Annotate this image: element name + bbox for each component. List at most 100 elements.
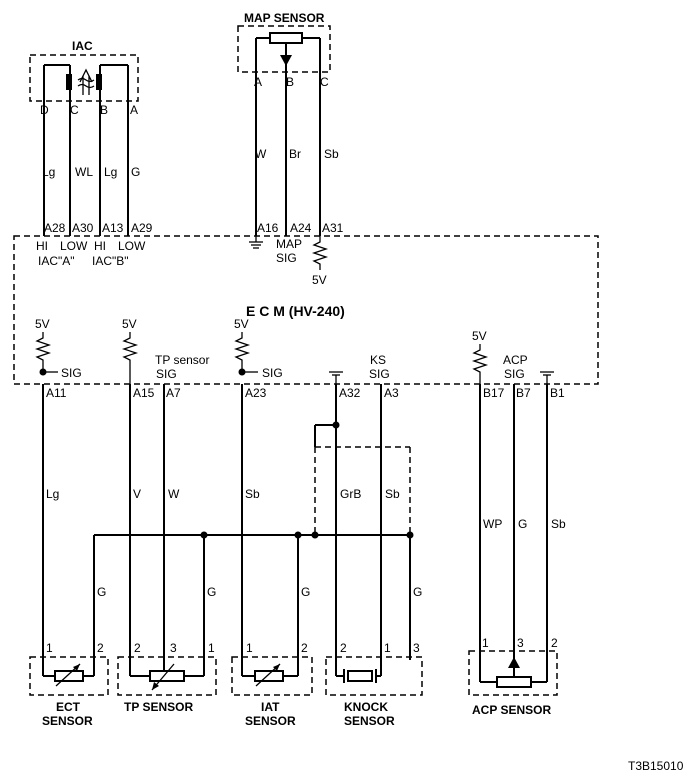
map-title: MAP SENSOR [244,11,325,25]
ground-symbol [249,236,263,249]
iac-pin-a: A [130,103,138,117]
ecm-iac-low1: LOW [60,239,88,253]
knock-title-1: KNOCK [344,700,388,714]
wire-knock-sb: Sb [385,487,400,501]
acp-pin-1: 1 [482,636,489,650]
tp-pin-3: 3 [170,641,177,655]
iac-wire-a: G [131,165,140,179]
ecm-ks: KS [370,353,386,367]
knock-box [325,656,423,696]
piezo-symbol [335,660,382,683]
ecm-pin-a32: A32 [339,386,361,400]
ecm-pin-a13: A13 [102,221,124,235]
ecm-pin-a28: A28 [44,221,66,235]
wire-tp-v: V [133,487,141,501]
iat-title-2: SENSOR [245,714,296,728]
map-box [237,25,331,73]
ecm-pin-a11: A11 [46,386,67,400]
ecm-5v-ect: 5V [35,317,50,331]
iac-wire-c: WL [75,165,93,179]
ecm-pin-a3: A3 [384,386,399,400]
ecm-iac-hi1: HI [36,239,48,253]
ecm-pin-a29: A29 [131,221,153,235]
iat-pin-1: 1 [246,641,253,655]
ecm-box [13,235,599,385]
ecm-title: E C M (HV-240) [246,303,345,319]
ecm-sig-tp: SIG [156,367,177,381]
ecm-sig-ect: SIG [61,366,82,380]
ecm-pin-a30: A30 [72,221,94,235]
ecm-sig-acp: SIG [504,367,525,381]
map-potentiometer-symbol [255,32,321,72]
iac-motor-symbol [43,64,129,100]
thermistor-symbol [241,660,299,687]
ect-pin-1: 1 [46,641,53,655]
ecm-5v-tp: 5V [122,317,137,331]
ecm-pin-b17: B17 [483,386,505,400]
map-wire-b: Br [289,147,301,161]
ecm-sig-iat: SIG [262,366,283,380]
figure-id: T3B15010 [628,759,684,773]
iac-wire-d: Lg [42,165,55,179]
tp-pin-2: 2 [134,641,141,655]
wire-iat-sb: Sb [245,487,260,501]
iat-title-1: IAT [261,700,280,714]
ect-title-1: ECT [56,700,81,714]
wire-knock-g: G [413,585,422,599]
iac-pin-b: B [100,103,108,117]
map-wire-a: W [255,147,267,161]
ground-symbol [329,371,343,384]
wire-acp-sb: Sb [551,517,566,531]
tp-title: TP SENSOR [124,700,193,714]
ecm-acp: ACP [503,353,528,367]
ground-symbol [540,371,554,384]
iac-pin-c: C [70,103,79,117]
wire-tp-g: G [207,585,216,599]
ecm-5v-acp: 5V [472,329,487,343]
ecm-pin-a24: A24 [290,221,312,235]
ecm-map-sig2: SIG [276,251,297,265]
map-pin-a: A [254,75,262,89]
acp-box [468,650,558,696]
acp-pin-2: 2 [551,636,558,650]
ecm-iac-low2: LOW [118,239,146,253]
ecm-pin-a15: A15 [133,386,155,400]
ecm-pin-b7: B7 [516,386,531,400]
iat-pin-2: 2 [301,641,308,655]
tp-box [117,656,217,696]
tp-pin-1: 1 [208,641,215,655]
ecm-iac-b: IAC"B" [92,254,129,268]
ecm-pin-b1: B1 [550,386,565,400]
ecm-pin-a7: A7 [166,386,181,400]
ecm-pin-a16: A16 [257,221,279,235]
ecm-5v-map: 5V [312,273,327,287]
ecm-pin-a31: A31 [322,221,344,235]
ecm-map-sig1: MAP [276,237,302,251]
wire-acp-wp: WP [483,517,502,531]
iat-box [231,656,313,696]
ecm-sig-ks: SIG [369,367,390,381]
knock-title-2: SENSOR [344,714,395,728]
map-wire-c: Sb [324,147,339,161]
ecm-iac-a: IAC"A" [38,254,75,268]
ect-title-2: SENSOR [42,714,93,728]
ect-box [29,656,109,696]
wire-iat-g: G [301,585,310,599]
iac-wire-b: Lg [104,165,117,179]
thermistor-symbol [42,660,95,687]
map-pin-b: B [286,75,294,89]
wire-tp-w: W [168,487,180,501]
wire-ect-g: G [97,585,106,599]
knock-pin-3: 3 [413,641,420,655]
ecm-tp-sensor: TP sensor [155,353,209,367]
knock-pin-1: 1 [384,641,391,655]
acp-title: ACP SENSOR [472,703,551,717]
wire-ect-lg: Lg [46,487,59,501]
iac-title: IAC [72,39,93,53]
wire-acp-g: G [518,517,527,531]
knock-pin-2: 2 [340,641,347,655]
map-pin-c: C [320,75,329,89]
acp-pin-3: 3 [517,636,524,650]
iac-box [29,54,139,102]
ecm-iac-hi2: HI [94,239,106,253]
